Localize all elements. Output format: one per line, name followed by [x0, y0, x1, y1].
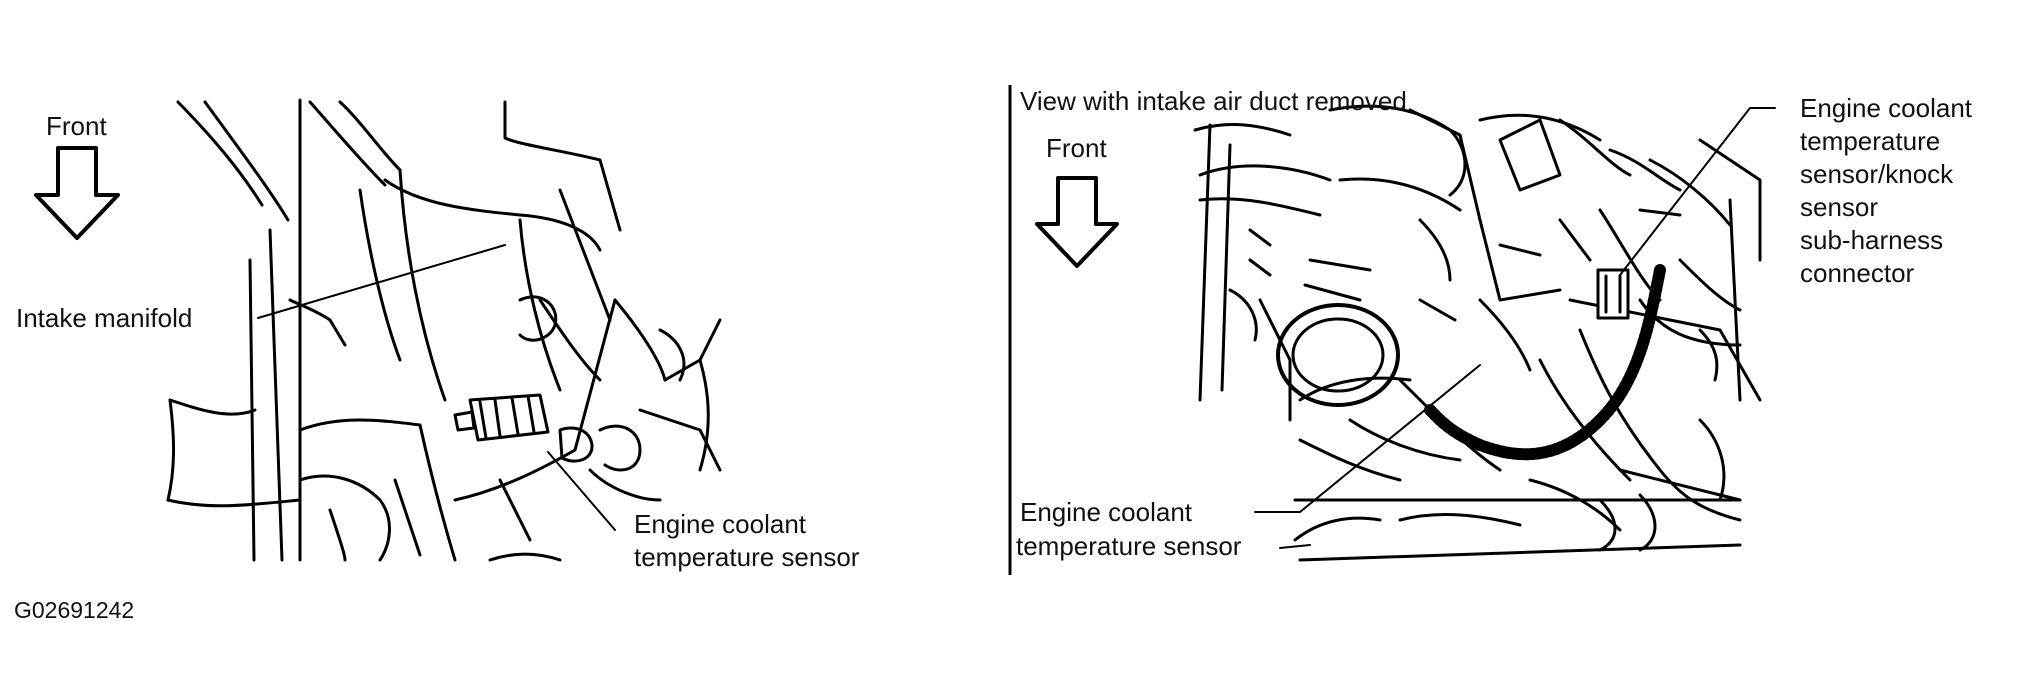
- connector-label-line-5: sub-harness: [1800, 225, 1944, 255]
- connector-label-line-3: sensor/knock: [1800, 159, 1954, 189]
- leader-ect-right: [1254, 364, 1481, 513]
- throttle-body: [1276, 303, 1400, 407]
- front-arrow-left: [34, 146, 120, 240]
- connector-label-line-4: sensor: [1800, 192, 1879, 222]
- intake-manifold-label: Intake manifold: [16, 303, 193, 333]
- leader-intake-manifold: [257, 244, 506, 319]
- sub-harness-connector: [1596, 268, 1630, 320]
- connector-label-line-6: connector: [1800, 258, 1915, 288]
- connector-label: Engine coolant temperature sensor/knock …: [1800, 92, 1972, 290]
- connector-label-line-1: Engine coolant: [1800, 93, 1973, 123]
- front-label-right: Front: [1046, 133, 1107, 163]
- ect-sensor-label-right-line2: temperature sensor: [1016, 531, 1242, 561]
- wire-harness: [1424, 264, 1666, 461]
- engine-photo-right: [1193, 104, 1762, 562]
- engine-illustration-left: [166, 98, 722, 562]
- figure-id: G02691242: [14, 597, 135, 623]
- ect-sensor-label-left-line2: temperature sensor: [634, 542, 860, 572]
- front-arrow-right: [1035, 176, 1119, 268]
- front-label-left: Front: [46, 111, 107, 141]
- view-caption: View with intake air duct removed: [1020, 86, 1407, 116]
- leader-ect-right-lower: [1279, 544, 1311, 549]
- hose-right: [1598, 493, 1657, 552]
- ect-sensor-left: [453, 393, 594, 463]
- leader-ect-left: [547, 451, 616, 531]
- connector-label-line-2: temperature: [1800, 126, 1941, 156]
- leader-connector: [1619, 107, 1776, 276]
- ect-sensor-label-right-line1: Engine coolant: [1020, 497, 1193, 527]
- ect-sensor-label-left-line1: Engine coolant: [634, 509, 807, 539]
